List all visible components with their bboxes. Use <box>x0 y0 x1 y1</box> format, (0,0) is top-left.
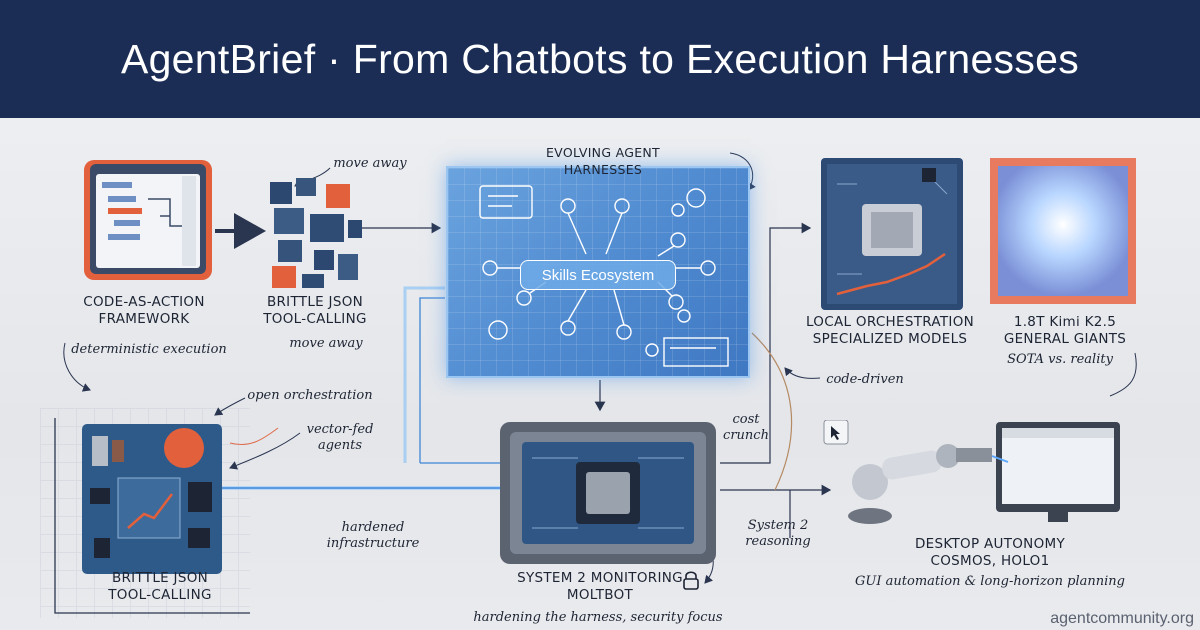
page-title: AgentBrief · From Chatbots to Execution … <box>120 35 1080 82</box>
hardening-note: hardening the harness, security focus <box>473 610 723 625</box>
move-away-mid-note: move away <box>289 336 363 351</box>
header-banner: AgentBrief · From Chatbots to Execution … <box>0 0 1200 118</box>
circuit-board-icon <box>82 424 222 574</box>
diagram-canvas: Skills Ecosystem <box>0 118 1200 630</box>
gui-automation-note: GUI automation & long-horizon planning <box>855 574 1125 589</box>
lock-icon <box>683 571 699 590</box>
blueprint-network <box>479 185 729 367</box>
puzzle-pieces-icon <box>270 178 362 288</box>
move-away-top-note: move away <box>333 156 407 171</box>
footer-url[interactable]: agentcommunity.org <box>1050 610 1194 627</box>
deterministic-note: deterministic execution <box>71 342 227 357</box>
connection-wires <box>54 152 1137 614</box>
open-orchestration-note: open orchestration <box>247 388 373 403</box>
blueprint-title: EVOLVING AGENT HARNESSES <box>545 145 660 177</box>
sota-note: SOTA vs. reality <box>1007 352 1113 367</box>
code-driven-note: code-driven <box>826 372 904 387</box>
processor-chip-icon <box>821 158 963 310</box>
moltbot-monitor-chip-icon <box>500 422 716 564</box>
skills-ecosystem-node: Skills Ecosystem <box>520 260 676 290</box>
large-model-chip-icon <box>990 158 1136 304</box>
code-window-illustration <box>84 160 212 280</box>
robot-arm-desktop-icon <box>823 420 1120 524</box>
